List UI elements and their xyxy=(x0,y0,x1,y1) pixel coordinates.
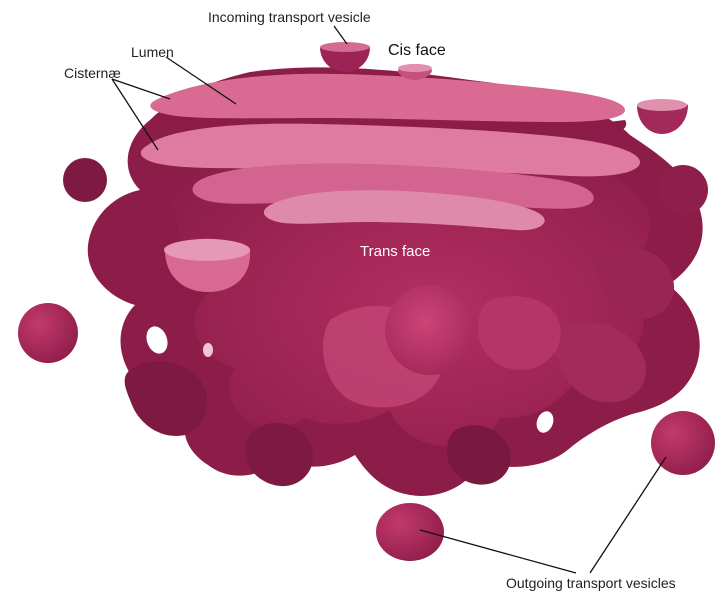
golgi-tubule-left xyxy=(124,361,208,436)
golgi-body xyxy=(87,67,703,496)
text-labels: Incoming transport vesicle Cis face Lume… xyxy=(64,9,676,591)
golgi-fenestration xyxy=(536,411,554,433)
vesicle-bottom xyxy=(376,503,444,561)
cisternae-leader-2 xyxy=(111,78,159,151)
incoming-vesicle-rim xyxy=(320,42,370,52)
cis-bud-rim xyxy=(398,64,432,72)
golgi-fenestration xyxy=(203,343,213,357)
outgoing-leader-1 xyxy=(419,529,577,574)
cisterna-top xyxy=(150,73,625,122)
golgi-tubule-bottom xyxy=(245,422,314,487)
leader-lines xyxy=(111,25,667,574)
lumen-leader xyxy=(165,56,237,105)
incoming-vesicle xyxy=(320,45,370,72)
golgi-inner-blob-right xyxy=(478,296,561,370)
golgi-tubule-bottom-right xyxy=(446,425,511,485)
label-cis-face: Cis face xyxy=(388,42,446,59)
vesicle-right-bottom xyxy=(651,411,715,475)
vesicle-left-top xyxy=(63,158,107,202)
label-trans-face: Trans face xyxy=(360,243,430,260)
label-incoming-transport-vesicle: Incoming transport vesicle xyxy=(208,9,371,25)
cisternae-leader-1 xyxy=(111,78,171,100)
incoming-leader xyxy=(333,25,348,45)
golgi-tubule-right xyxy=(593,245,675,320)
cisterna-fourth xyxy=(263,190,545,231)
label-lumen: Lumen xyxy=(131,44,174,60)
label-cisternae: Cisternæ xyxy=(64,65,121,81)
golgi-center-sphere xyxy=(385,285,475,375)
right-vesicle-cup xyxy=(637,102,688,134)
outgoing-leader-2 xyxy=(589,456,667,574)
golgi-fenestration xyxy=(146,326,168,354)
label-outgoing-transport-vesicles: Outgoing transport vesicles xyxy=(506,575,676,591)
right-vesicle-cup-rim xyxy=(637,99,687,111)
vesicle-left-mid xyxy=(18,303,78,363)
budding-cup-left-rim xyxy=(164,239,250,261)
vesicle-right-top xyxy=(658,165,708,215)
golgi-tubule-right-lower xyxy=(552,322,646,403)
free-vesicles xyxy=(18,158,715,561)
cis-vesicles xyxy=(320,42,688,134)
cisterna-second xyxy=(140,123,640,177)
